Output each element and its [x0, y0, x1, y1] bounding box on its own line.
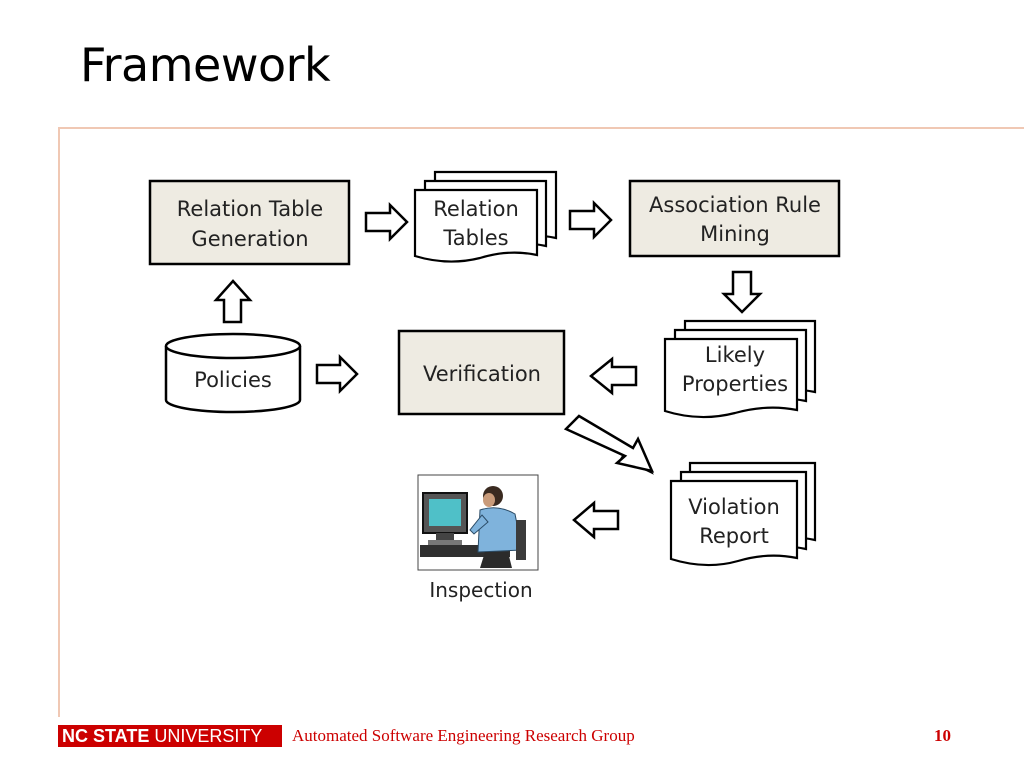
violation-report-line1: Violation	[688, 495, 780, 519]
content-frame	[58, 127, 1024, 717]
logo-rest: UNIVERSITY	[154, 726, 263, 746]
relation-table-generation-line1: Relation Table	[177, 197, 323, 221]
association-rule-mining-line2: Mining	[700, 222, 770, 246]
policies-database-icon: Policies	[164, 332, 302, 414]
arrow-right-icon	[364, 201, 409, 243]
relation-tables-line2: Tables	[442, 226, 508, 250]
relation-table-generation-line2: Generation	[191, 227, 308, 251]
arrow-left-icon	[572, 500, 620, 540]
arrow-left-icon	[589, 356, 638, 396]
violation-report-line2: Report	[699, 524, 769, 548]
association-rule-mining-line1: Association Rule	[649, 193, 821, 217]
nc-state-logo: NC STATE UNIVERSITY	[58, 725, 282, 747]
arrow-up-icon	[213, 279, 253, 324]
person-at-computer-icon	[417, 474, 539, 571]
slide-title: Framework	[80, 38, 331, 92]
arrow-right-icon	[568, 199, 613, 241]
likely-properties-line2: Properties	[682, 372, 788, 396]
likely-properties-line1: Likely	[705, 343, 765, 367]
logo-bold: NC STATE	[62, 726, 150, 746]
association-rule-mining-box: Association Rule Mining	[628, 179, 841, 258]
page-number: 10	[934, 726, 951, 745]
relation-tables-line1: Relation	[433, 197, 519, 221]
violation-report-doc-stack: Violation Report	[669, 461, 817, 567]
arrow-diagonal-shaft	[563, 414, 655, 473]
relation-tables-doc-stack: Relation Tables	[413, 170, 558, 263]
arrow-down-icon	[720, 270, 764, 314]
footer-group-name: Automated Software Engineering Research …	[292, 726, 635, 745]
policies-label: Policies	[194, 368, 272, 392]
verification-label: Verification	[423, 362, 541, 386]
inspection-label: Inspection	[429, 578, 532, 602]
arrow-right-icon	[315, 353, 359, 395]
verification-box: Verification	[397, 329, 566, 416]
relation-table-generation-box: Relation Table Generation	[148, 179, 351, 266]
likely-properties-doc-stack: Likely Properties	[663, 319, 817, 419]
